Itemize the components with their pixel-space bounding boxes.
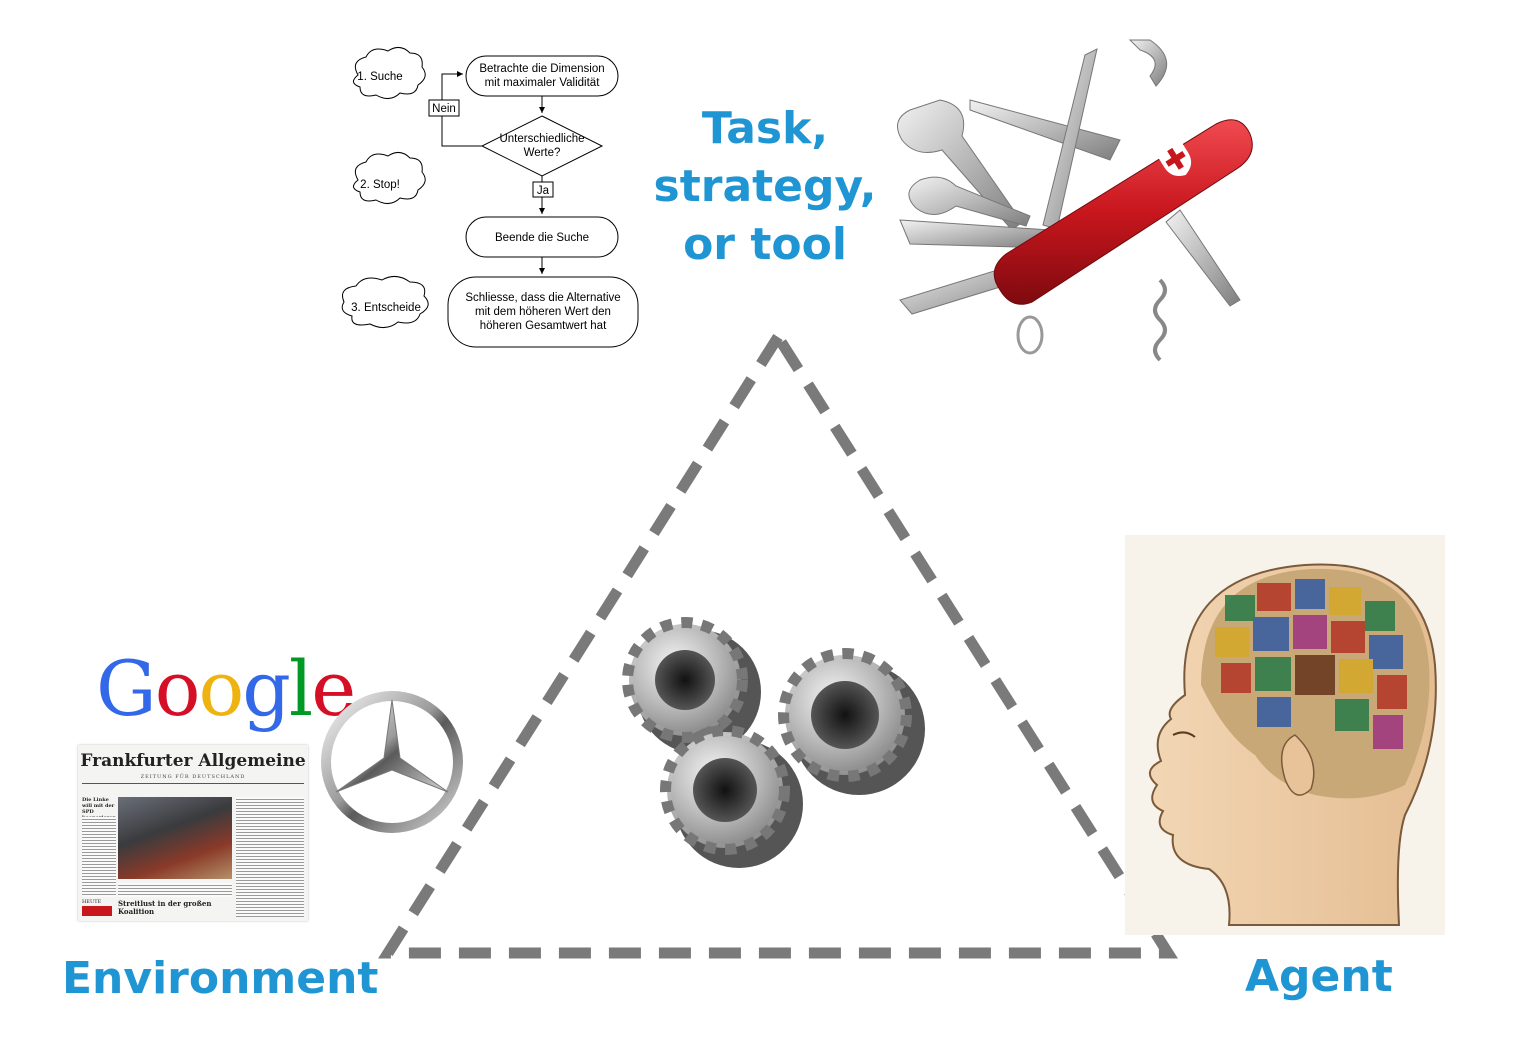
cloud-stop: 2. Stop! <box>353 152 426 204</box>
svg-text:Ja: Ja <box>537 185 550 197</box>
flowchart: Betrachte die Dimension mit maximaler Va… <box>341 47 639 348</box>
mercedes-logo-icon <box>321 691 463 833</box>
flow-box-consider-dimension: Betrachte die Dimension mit maximaler Va… <box>465 55 619 97</box>
newspaper-subtitle: ZEITUNG FÜR DEUTSCHLAND <box>140 774 246 780</box>
flow-box1-line1: Betrachte die Dimension <box>479 63 604 75</box>
svg-text:Nein: Nein <box>432 103 456 115</box>
flow-box-end-search: Beende die Suche <box>465 216 619 258</box>
google-letter-2: o <box>154 644 201 733</box>
flow-diamond-line2: Werte? <box>524 147 561 159</box>
task-strategy-tool-label: Task, strategy, or tool <box>640 100 890 274</box>
google-logo: Google <box>96 644 356 733</box>
flow-box1-line2: mit maximaler Validität <box>485 77 601 89</box>
environment-label: Environment <box>62 953 379 1004</box>
flow-box-conclude: Schliesse, dass die Alternative mit dem … <box>447 276 639 348</box>
newspaper-headline-bottom: Streitlust in der großen Koalition <box>118 899 212 916</box>
task-label-line2: strategy, <box>653 161 877 212</box>
cloud-decide: 3. Entscheide <box>341 276 429 328</box>
flow-box3-line2: mit dem höheren Wert den <box>475 306 611 318</box>
swiss-army-knife-icon <box>897 39 1253 362</box>
flow-diamond-line1: Unterschiedliche <box>499 133 584 145</box>
flow-box3-line1: Schliesse, dass die Alternative <box>465 292 620 304</box>
newspaper-image: Frankfurter Allgemeine ZEITUNG FÜR DEUTS… <box>78 745 308 921</box>
svg-text:2. Stop!: 2. Stop! <box>360 179 400 191</box>
flow-yes-label: Ja <box>532 181 554 198</box>
flow-box2-line1: Beende die Suche <box>495 232 589 244</box>
svg-text:3. Entscheide: 3. Entscheide <box>351 302 421 314</box>
flow-box3-line3: höheren Gesamtwert hat <box>480 320 607 332</box>
newspaper-section: HEUTE <box>82 899 102 905</box>
newspaper-masthead: Frankfurter Allgemeine <box>80 751 306 771</box>
phrenology-head-image <box>1125 535 1445 935</box>
google-letter-1: G <box>96 644 157 733</box>
google-letter-4: g <box>242 644 291 733</box>
cloud-search: 1. Suche <box>353 47 426 99</box>
agent-label: Agent <box>1245 951 1393 1002</box>
dashed-triangle <box>378 326 1178 959</box>
task-label-line1: Task, <box>701 103 829 154</box>
svg-text:1. Suche: 1. Suche <box>357 71 402 83</box>
flow-no-label: Nein <box>428 99 460 117</box>
gears-icon <box>622 617 925 868</box>
task-label-line3: or tool <box>683 219 847 270</box>
google-letter-5: l <box>288 644 313 733</box>
google-letter-3: o <box>198 644 244 733</box>
flow-decision-diamond: Unterschiedliche Werte? <box>480 115 604 177</box>
